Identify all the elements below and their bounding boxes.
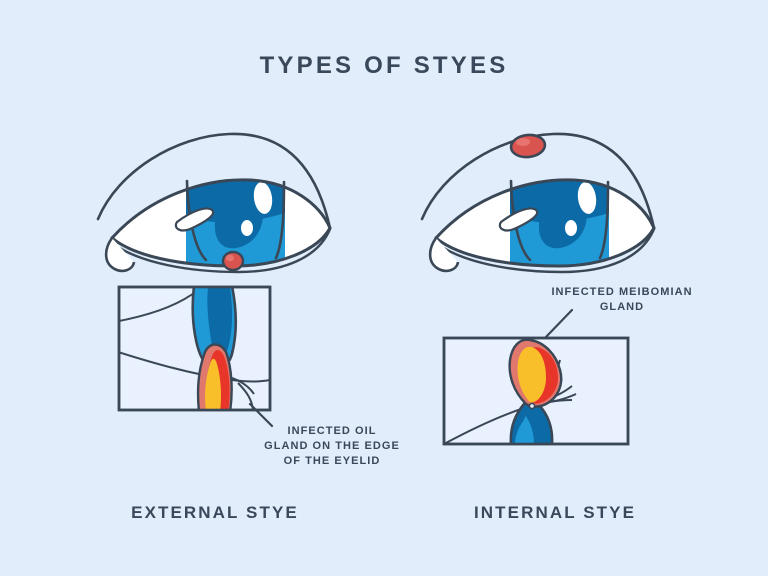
cross-section-frame-internal-top (442, 336, 630, 446)
leader-line-internal (543, 308, 574, 340)
eye-brow-crease-left (96, 132, 332, 230)
gland-inner-shadow-external (207, 288, 233, 357)
eyelid-tissue-line-4 (231, 377, 255, 395)
eye-lower-lid-fold-left (116, 227, 332, 274)
gland-inner-light-internal (515, 416, 534, 444)
cornea-glint-right (498, 207, 539, 232)
iris-highlight-large-left (253, 182, 273, 214)
eye-inner-canthus-left (104, 237, 136, 273)
external-stye-eye-diagram (96, 132, 332, 274)
annotation-internal-stye: INFECTED MEIBOMIAN GLAND (551, 286, 693, 313)
external-stye-cross-section (117, 285, 274, 428)
caption-internal-stye: INTERNAL STYE (473, 503, 637, 522)
eye-lower-lid-fold-right (440, 227, 656, 274)
external-stye-bump (221, 250, 245, 272)
infected-gland-core-internal (517, 346, 546, 403)
iris-highlight-small-left (241, 220, 253, 236)
internal-stye-eye-diagram (420, 132, 656, 274)
eye-lower-lid-right (434, 226, 656, 268)
eye-upper-lid-left (110, 178, 332, 240)
infected-gland-core-external (205, 358, 221, 410)
eye-upper-lid-right (434, 178, 656, 240)
iris-highlight-small-right (565, 220, 577, 236)
caption-external-stye: EXTERNAL STYE (131, 503, 299, 522)
internal-stye-bump (509, 133, 547, 159)
iris-highlight-large-right (577, 182, 597, 214)
eye-inner-canthus-right (428, 237, 460, 273)
cornea-glint-left (174, 207, 215, 232)
annotation-external-stye: INFECTED OIL GLAND ON THE EDGE OF THE EY… (264, 425, 400, 467)
eyelid-tissue-line-1 (119, 289, 199, 322)
cross-section-frame-external-top (117, 285, 272, 412)
page-title: TYPES OF STYES (259, 52, 509, 79)
eye-brow-crease-right (420, 132, 656, 230)
gland-opening-internal (528, 402, 536, 410)
internal-stye-cross-section (442, 308, 630, 446)
leader-line-external (248, 402, 274, 428)
